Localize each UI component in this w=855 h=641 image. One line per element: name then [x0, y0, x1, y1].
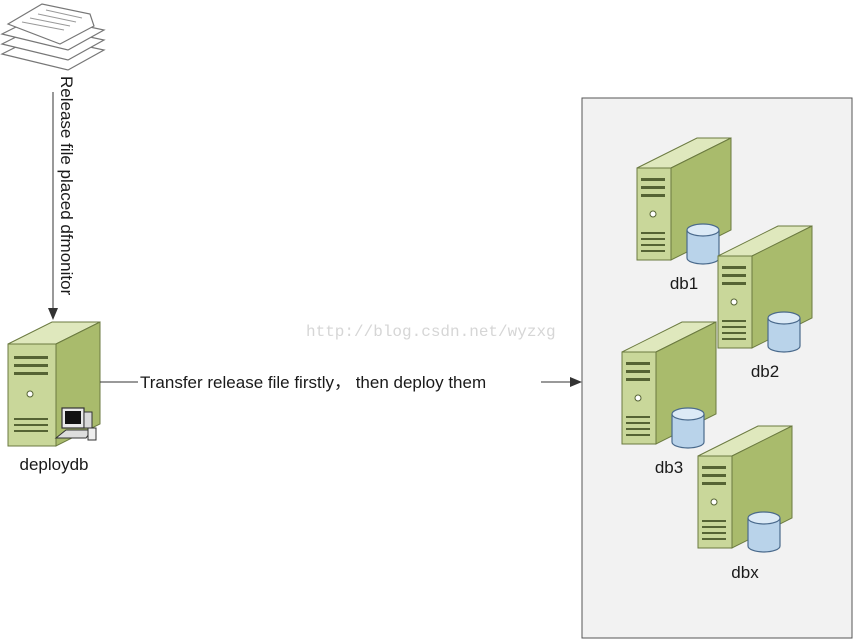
release-to-deploydb-arrow: [48, 92, 58, 320]
db1-label: db1: [670, 274, 698, 293]
transfer-edge-label: Transfer release file firstly， then depl…: [140, 373, 486, 392]
release-edge-label: Release file placed dfmonitor: [57, 76, 76, 296]
computer-workstation-icon: [54, 407, 97, 441]
watermark: http://blog.csdn.net/wyzxg: [306, 323, 556, 341]
deploydb-label: deploydb: [19, 455, 88, 474]
document-stack-icon: [0, 3, 106, 71]
deploydb-to-cluster-arrow: [100, 377, 582, 387]
db2-label: db2: [751, 362, 779, 381]
db3-label: db3: [655, 458, 683, 477]
dbx-label: dbx: [731, 563, 759, 582]
